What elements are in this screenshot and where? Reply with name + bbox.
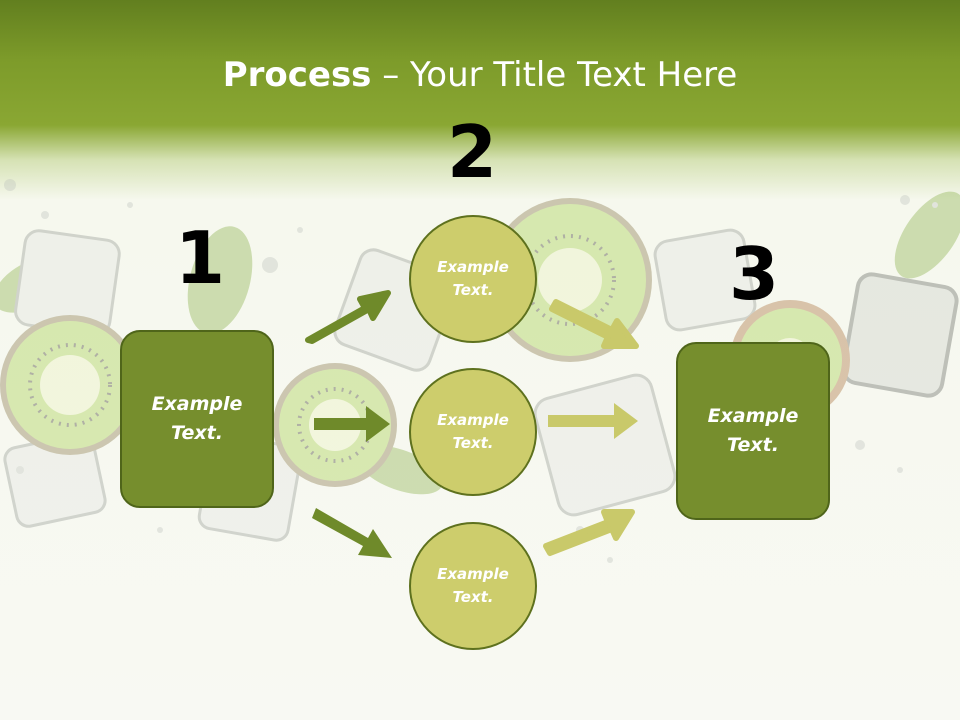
circle-3: Example Text.: [409, 522, 537, 650]
arrow-to-circle-2: [314, 406, 390, 442]
slide-title: Process – Your Title Text Here: [0, 52, 960, 98]
arrow-to-circle-1: [305, 290, 391, 344]
step-box-3: Example Text.: [676, 342, 830, 520]
step-box-1: Example Text.: [120, 330, 274, 508]
circle-2: Example Text.: [409, 368, 537, 496]
arrow-from-circle-1: [549, 299, 639, 349]
arrow-from-circle-2: [548, 403, 638, 439]
step-box-3-text: Example Text.: [707, 405, 799, 456]
circle-2-text: Example Text.: [437, 411, 509, 452]
title-rest: – Your Title Text Here: [371, 55, 738, 95]
circle-1-text: Example Text.: [437, 258, 509, 299]
step-number-1: 1: [174, 216, 226, 300]
circle-1: Example Text.: [409, 215, 537, 343]
step-box-1-text: Example Text.: [151, 393, 243, 444]
title-bold: Process: [222, 55, 372, 95]
arrow-from-circle-3: [543, 509, 635, 556]
step-number-3: 3: [728, 232, 780, 316]
step-number-2: 2: [446, 110, 498, 194]
circle-3-text: Example Text.: [437, 565, 509, 606]
arrow-to-circle-3: [312, 508, 392, 558]
